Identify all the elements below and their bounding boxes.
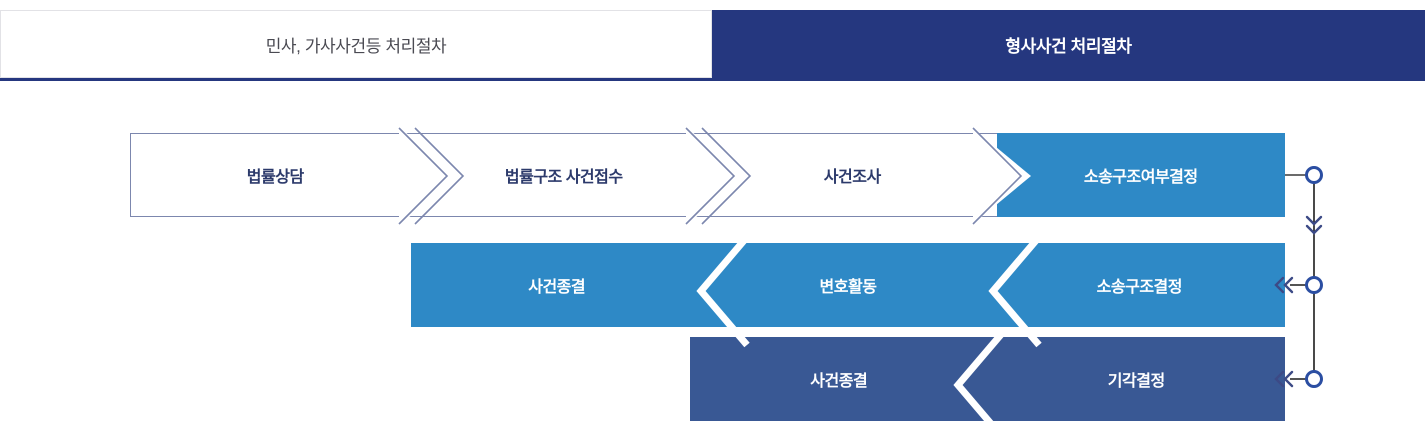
connector-branch-bottom: [1274, 370, 1307, 388]
flow-step-label: 법률상담: [246, 169, 304, 186]
flow-step-defense-activity[interactable]: 변호활동: [702, 243, 993, 327]
flow-step-label: 사건종결: [810, 373, 868, 390]
circle-node-icon: [1305, 166, 1323, 184]
flow-step-label: 소송구조여부결정: [1083, 169, 1198, 186]
flow-step-case-closed-aid[interactable]: 사건종결: [411, 243, 702, 327]
flow-row-2: 사건종결 변호활동 소송구조결정: [411, 234, 1285, 348]
tab-bar: 민사, 가사사건등 처리절차 형사사건 처리절차: [0, 10, 1425, 78]
circle-node-icon: [1305, 276, 1323, 294]
flow-step-aid-granted-decision[interactable]: 소송구조결정: [994, 243, 1285, 327]
circle-node-icon: [1305, 370, 1323, 388]
double-chevron-left-icon: [1274, 370, 1294, 388]
flow-step-case-closed-denied[interactable]: 사건종결: [690, 337, 988, 421]
flow-row-1: 법률상담 법률구조 사건접수 사건조사 소송구조여부결정: [130, 127, 1285, 225]
flow-step-label: 사건조사: [823, 169, 881, 186]
flow-step-legal-consultation[interactable]: 법률상담: [131, 134, 420, 216]
flow-row-3: 사건종결 기각결정: [690, 328, 1286, 439]
double-chevron-down-icon: [1305, 215, 1323, 235]
tab-civil-family-procedure[interactable]: 민사, 가사사건등 처리절차: [0, 10, 712, 78]
flow-step-aid-eligibility-decision[interactable]: 소송구조여부결정: [996, 133, 1285, 217]
connector-branch-middle: [1274, 276, 1307, 294]
flow-connector-rail: [1274, 166, 1323, 388]
flow-step-label: 사건종결: [528, 279, 586, 296]
flow-step-label: 변호활동: [819, 279, 877, 296]
tab-label: 민사, 가사사건등 처리절차: [265, 36, 447, 56]
flow-step-label: 소송구조결정: [1096, 279, 1183, 296]
process-flow-diagram: 법률상담 법률구조 사건접수 사건조사 소송구조여부결정: [0, 78, 1425, 439]
flow-step-case-investigation[interactable]: 사건조사: [708, 134, 997, 216]
tab-bar-underline: [0, 78, 1425, 81]
flow-step-case-intake[interactable]: 법률구조 사건접수: [420, 134, 709, 216]
flow-step-label: 기각결정: [1107, 373, 1165, 390]
flow-step-dismissal-decision[interactable]: 기각결정: [988, 337, 1286, 421]
tab-label: 형사사건 처리절차: [1005, 36, 1132, 56]
flow-step-label: 법률구조 사건접수: [504, 169, 623, 186]
double-chevron-left-icon: [1274, 276, 1294, 294]
tab-criminal-procedure[interactable]: 형사사건 처리절차: [712, 10, 1425, 78]
